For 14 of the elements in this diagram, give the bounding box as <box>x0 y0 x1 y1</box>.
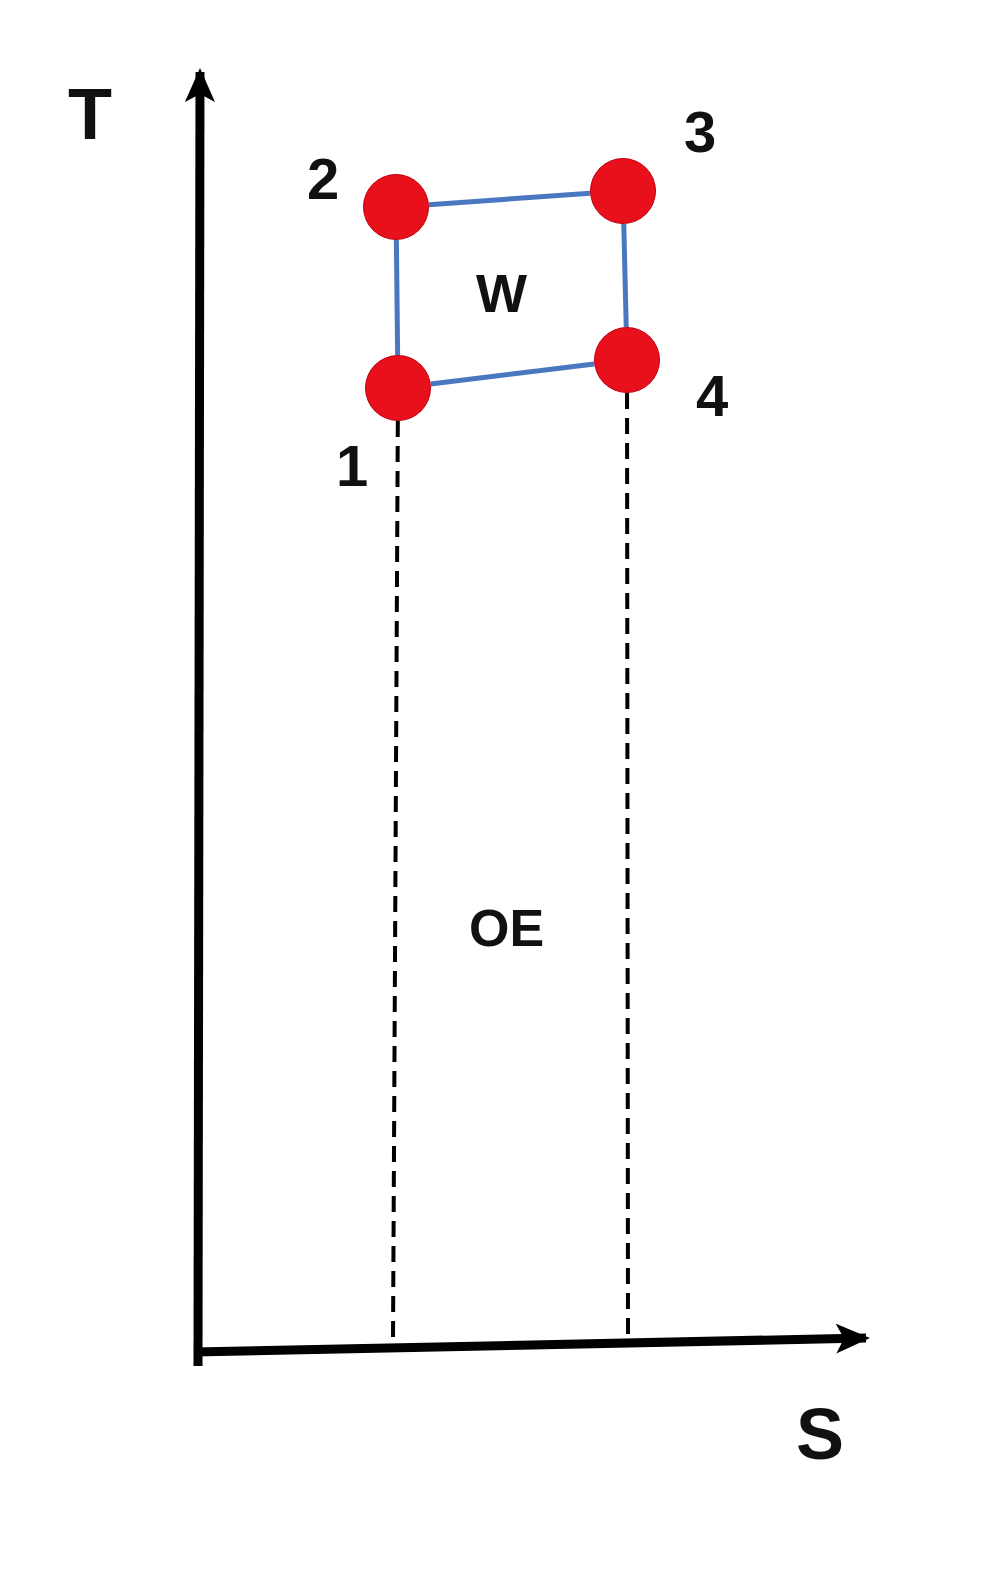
point-number: 3 <box>684 103 717 161</box>
point-number: 2 <box>307 150 340 208</box>
area-label: W <box>476 266 527 320</box>
dashed-line <box>391 421 400 1340</box>
dashed-line <box>625 393 630 1336</box>
process-line <box>428 190 591 208</box>
axis-label: S <box>796 1398 845 1470</box>
process-line <box>393 239 401 356</box>
point-number: 1 <box>336 437 369 495</box>
area-label: OE <box>469 902 545 954</box>
process-line <box>430 361 595 387</box>
point-number: 4 <box>696 367 729 425</box>
axis-label: T <box>68 78 112 150</box>
process-line <box>621 223 629 328</box>
